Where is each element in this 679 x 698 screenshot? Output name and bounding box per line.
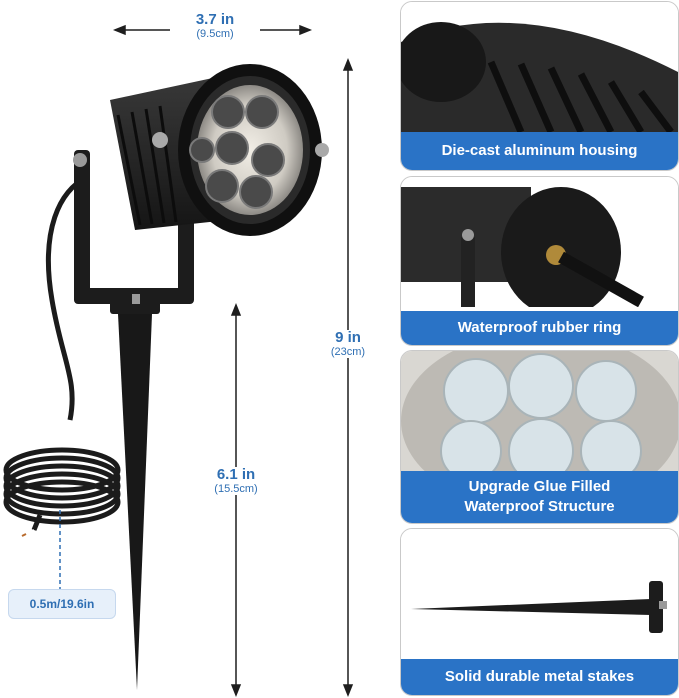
feature-panel-glue: Upgrade Glue Filled Waterproof Structure [400, 350, 679, 524]
width-sub: (9.5cm) [196, 28, 234, 40]
rubber-ring-closeup-image [401, 177, 678, 307]
led-array [189, 95, 285, 209]
product-illustration [3, 24, 354, 698]
width-main: 3.7 in [195, 11, 235, 28]
feature-label-housing: Die-cast aluminum housing [401, 132, 678, 170]
feature-panel-housing: Die-cast aluminum housing [400, 1, 679, 171]
feature-label-stake: Solid durable metal stakes [401, 659, 678, 695]
stake-dimension-label: 6.1 in (15.5cm) [200, 467, 272, 495]
feature-panel-stake: Solid durable metal stakes [400, 528, 679, 696]
feature-label-rubber-ring: Waterproof rubber ring [401, 311, 678, 345]
feature-label-glue-line2: Waterproof Structure [464, 498, 615, 515]
height-sub: (23cm) [330, 346, 366, 358]
led-lens-closeup-image [401, 351, 678, 471]
ground-stake [110, 294, 160, 690]
cable-coil [3, 175, 121, 531]
feature-label-glue-line1: Upgrade Glue Filled [468, 478, 611, 495]
width-dimension-label: 3.7 in (9.5cm) [170, 12, 260, 40]
height-main: 9 in [335, 329, 361, 346]
feature-panel-rubber-ring: Waterproof rubber ring [400, 176, 679, 346]
stake-main: 6.1 in [216, 466, 256, 483]
feature-label-glue: Upgrade Glue Filled Waterproof Structure [401, 471, 678, 523]
height-dimension-label: 9 in (23cm) [318, 330, 378, 358]
stake-sub: (15.5cm) [214, 483, 258, 495]
stake-image [401, 529, 678, 655]
cable-wire-ends [21, 529, 37, 541]
cable-length-tag: 0.5m/19.6in [8, 589, 116, 619]
housing-closeup-image [401, 2, 678, 132]
